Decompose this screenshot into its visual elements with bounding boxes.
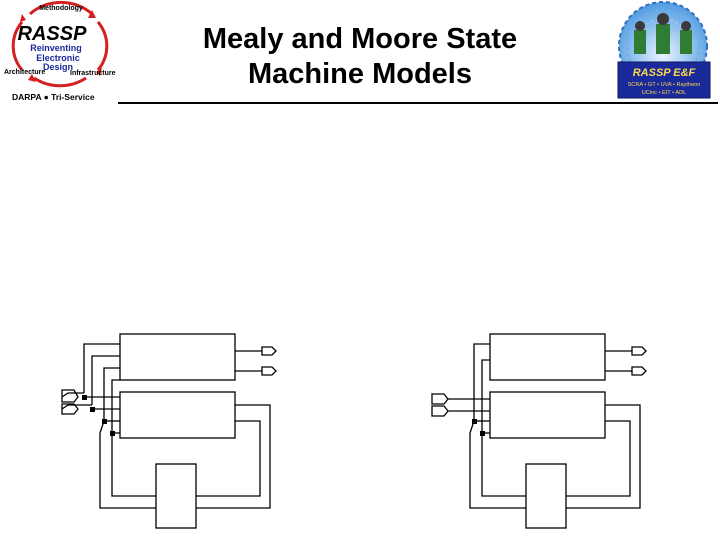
mealy-state-register-block bbox=[155, 463, 197, 529]
logo-line1-text: Reinventing bbox=[30, 43, 82, 53]
ef-brand-text: RASSP E&F bbox=[633, 67, 696, 79]
mealy-next-state-logic-block bbox=[119, 391, 236, 439]
title-line-1: Mealy and Moore State bbox=[202, 23, 518, 55]
logo-sponsor-text: DARPA ● Tri-Service bbox=[12, 92, 95, 102]
logo-line3-text: Design bbox=[43, 62, 73, 72]
moore-model-diagram bbox=[431, 333, 647, 529]
title-line-2: Machine Models bbox=[248, 58, 472, 90]
rassp-logo: Methodology RASSP Reinventing Electronic… bbox=[4, 0, 116, 102]
moore-next-state-logic-block bbox=[489, 391, 606, 439]
ef-partners-line2: UCinc • EIT • ADL bbox=[642, 90, 687, 96]
header-rule bbox=[118, 102, 718, 104]
logo-methodology-text: Methodology bbox=[39, 5, 83, 12]
mealy-output-logic-block bbox=[119, 333, 236, 381]
logo-brand-text: RASSP bbox=[18, 23, 88, 45]
logo-infrastructure-text: Infrastructure bbox=[70, 70, 116, 77]
moore-state-register-block bbox=[525, 463, 567, 529]
junction-dots bbox=[82, 395, 485, 436]
moore-output-logic-block bbox=[489, 333, 606, 381]
state-machine-diagrams bbox=[61, 333, 647, 529]
slide-header: Methodology RASSP Reinventing Electronic… bbox=[0, 0, 720, 106]
mealy-model-diagram bbox=[61, 333, 277, 529]
ef-partners-line1: SCRA • GT • UVA • Raytheon bbox=[628, 82, 701, 88]
rassp-ef-logo: RASSP E&F SCRA • GT • UVA • Raytheon UCi… bbox=[617, 1, 711, 99]
logo-architecture-text: Architecture bbox=[4, 69, 45, 76]
page-title: Mealy and Moore State Machine Models bbox=[150, 22, 570, 92]
logo-line2-text: Electronic bbox=[36, 53, 80, 63]
